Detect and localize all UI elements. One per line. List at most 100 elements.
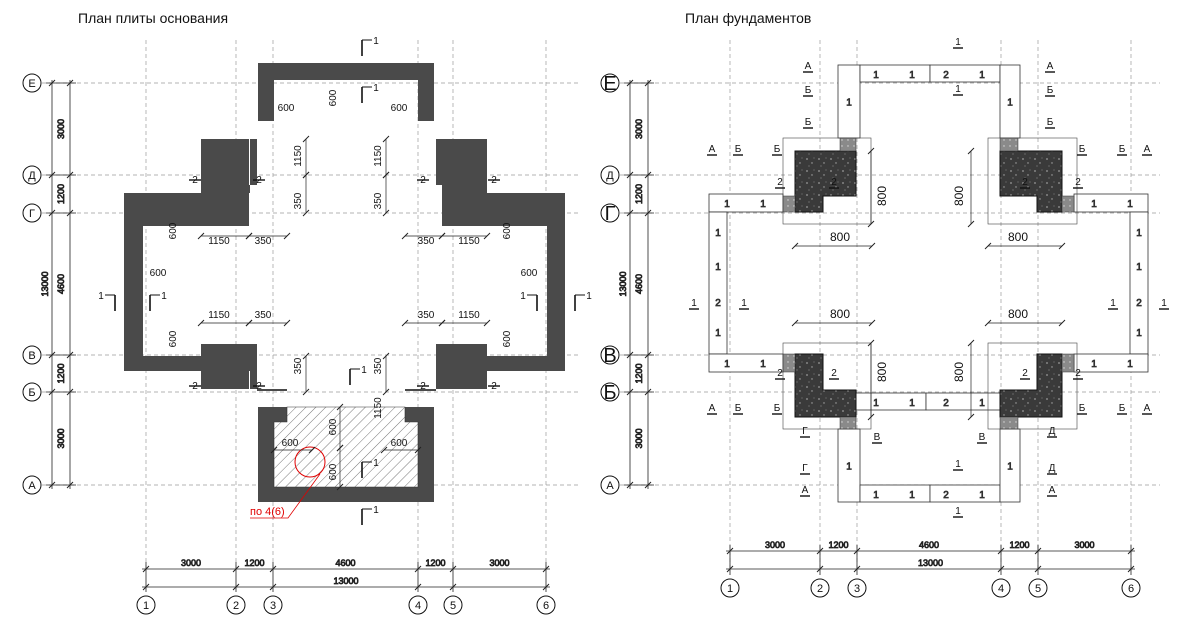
section-mark-label: Г	[802, 463, 808, 474]
axis-label-v: 6	[1128, 583, 1134, 595]
section-mark-label: 1	[955, 506, 961, 517]
section-mark-label: А	[1144, 403, 1151, 414]
axis-bubble-h	[22, 203, 42, 223]
dim-text-left: 1200	[56, 363, 66, 383]
dim-text-inner: 600	[328, 418, 339, 435]
left-plan-title: План плиты основания	[78, 10, 229, 26]
block-label: 1	[873, 490, 879, 501]
block-label: 1	[1136, 228, 1142, 239]
axis-label-h: Д	[606, 170, 614, 182]
block-label: 1	[1136, 328, 1142, 339]
section-mark-label: Б	[774, 144, 781, 155]
block-label: 1	[846, 98, 852, 109]
axis-bubble-h	[22, 475, 42, 495]
section-mark-label: Б	[1079, 403, 1086, 414]
section-mark-label: В	[874, 432, 881, 443]
section-mark-label: 1	[1161, 298, 1167, 309]
concrete-corner-tr	[999, 150, 1063, 213]
section-mark-label: 1	[373, 36, 379, 47]
section-mark-label: Б	[1119, 144, 1126, 155]
block-label: 1	[1007, 462, 1013, 473]
section-mark-label: 1	[520, 291, 526, 302]
section-mark-label: Б	[805, 117, 812, 128]
section-mark-label: 1	[98, 291, 104, 302]
left-corner-sw	[442, 344, 487, 389]
block-label: 1	[873, 70, 879, 81]
dim-text-inner: 1150	[458, 236, 480, 247]
left-corner-ne	[201, 139, 249, 226]
dim-text-inner: 1150	[458, 310, 480, 321]
section-mark-label: 2	[831, 368, 837, 379]
dim-text-inner: 350	[293, 357, 304, 374]
axis-bubble-v	[810, 578, 830, 598]
axis-bubble-v	[263, 595, 283, 615]
axis-bubble-v	[536, 595, 556, 615]
dim-text-inner: 350	[373, 192, 384, 209]
section2-label: 2	[420, 175, 426, 186]
section-mark-label: 2	[831, 177, 837, 188]
axis-label-h: В	[603, 345, 616, 367]
axis-bubble-h	[22, 165, 42, 185]
dim-text-inner: 600	[391, 438, 408, 449]
block-label: 1	[760, 199, 766, 210]
dim-text-bottom: 1200	[828, 540, 848, 550]
block-label: 1	[1127, 199, 1133, 210]
dim-800-vert: 800	[952, 186, 966, 206]
callout-circle	[294, 446, 326, 478]
axis-label-h: Е	[28, 78, 35, 90]
dim-text-inner: 600	[391, 103, 408, 114]
dim-text-inner: 1150	[373, 397, 384, 419]
callout-text: по 4(6)	[250, 506, 285, 518]
section-mark-label: 1	[691, 298, 697, 309]
section-mark-label: 1	[361, 365, 367, 376]
axis-bubble-v	[847, 578, 867, 598]
axis-bubble-v	[408, 595, 428, 615]
section-mark-label: Б	[735, 403, 742, 414]
axis-label-h: Б	[28, 387, 35, 399]
axis-label-v: 1	[143, 600, 149, 612]
section-mark-label: В	[979, 432, 986, 443]
section-mark-label: 1	[373, 83, 379, 94]
foundation-block	[708, 193, 784, 213]
dim-text-left: 1200	[634, 184, 644, 204]
dim-text-inner: 1150	[208, 236, 230, 247]
dim-text-inner: 1150	[208, 310, 230, 321]
axis-label-v: 3	[854, 583, 860, 595]
dim-text-bottom: 3000	[765, 540, 785, 550]
section-mark-label: 1	[373, 458, 379, 469]
block-label: 2	[943, 398, 949, 409]
dim-800: 800	[830, 307, 850, 321]
axis-label-h: Д	[28, 170, 36, 182]
section-mark-label: А	[802, 485, 809, 496]
section2-label: 2	[192, 381, 198, 392]
dim-text-bottom: 1200	[1009, 540, 1029, 550]
block-label: 1	[715, 262, 721, 273]
section-mark-label: Д	[1049, 426, 1056, 437]
section-mark-label: 2	[1022, 177, 1028, 188]
section2-label: 2	[256, 175, 262, 186]
dim-text-left: 1200	[634, 363, 644, 383]
foundation-block	[708, 353, 784, 373]
axis-bubble-h	[600, 475, 620, 495]
dim-800: 800	[1008, 230, 1028, 244]
foundation-block	[1073, 353, 1149, 373]
block-label: 2	[943, 70, 949, 81]
section2-label: 2	[491, 381, 497, 392]
dim-text-left: 3000	[634, 428, 644, 448]
dim-text-bottom: 4600	[919, 540, 939, 550]
axis-label-v: 2	[233, 600, 239, 612]
axis-label-h: Г	[605, 203, 616, 225]
dim-text-left: 3000	[56, 428, 66, 448]
section-mark-label: А	[805, 61, 812, 72]
dim-text-left: 1200	[56, 184, 66, 204]
dim-text-left-total: 13000	[40, 271, 50, 296]
section-mark-label: Д	[1049, 463, 1056, 474]
dim-text-bottom: 3000	[1074, 540, 1094, 550]
dim-800-vert: 800	[875, 362, 889, 382]
axis-bubble-h	[600, 73, 620, 93]
block-label: 1	[1091, 359, 1097, 370]
axis-label-h: В	[28, 350, 35, 362]
block-label: 1	[724, 199, 730, 210]
dim-text-inner: 600	[502, 330, 513, 347]
